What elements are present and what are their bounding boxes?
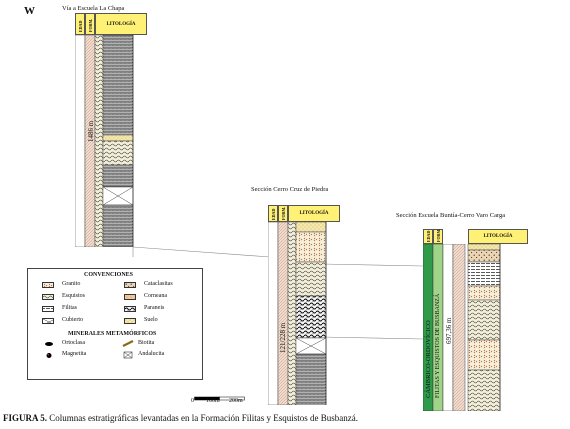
phyllite-pattern-icon xyxy=(42,306,54,312)
schist-pattern-icon xyxy=(42,294,54,300)
scale-bar-mid: 100m xyxy=(206,398,220,404)
column-3-header-lithology: LITOLOGÍA xyxy=(468,229,528,244)
legend-mineral-ortoclasa: Ortoclasa xyxy=(62,340,85,346)
column-1-title: Vía a Escuela La Chapa xyxy=(62,5,125,12)
legend-item-suelo: Suelo xyxy=(144,317,158,323)
column-1-header-lithology: LITOLOGÍA xyxy=(95,13,147,35)
legend-title: CONVENCIONES xyxy=(84,272,134,278)
legend-item-paraneis: Paraneis xyxy=(144,305,165,311)
legend-item-cubierto: Cubierto xyxy=(62,317,83,323)
scale-bar-start: 0 xyxy=(191,398,194,404)
column-3-age-label: CÁMBRICO-ORDOVÍCICO xyxy=(425,320,432,398)
covered-pattern-icon xyxy=(42,318,54,324)
column-1-layers xyxy=(102,35,134,247)
soil-pattern-icon xyxy=(124,318,136,324)
orientation-label: W xyxy=(24,5,35,17)
legend-mineral-andalucita: Andalucita xyxy=(138,351,165,357)
scale-bar xyxy=(194,396,245,401)
column-2-header-lithology: LITOLOGÍA xyxy=(288,205,340,222)
column-3-layers xyxy=(467,244,501,411)
legend-item-corneana: Corneana xyxy=(144,293,167,299)
orthoclase-symbol-icon xyxy=(45,342,53,346)
granite-pattern-icon xyxy=(42,282,54,288)
legend-minerals-title: MINERALES METAMÓRFICOS xyxy=(68,331,157,337)
magnetite-symbol-icon xyxy=(46,353,52,358)
hornfels-pattern-icon xyxy=(124,294,136,300)
legend-item-granito: Granito xyxy=(62,281,81,287)
column-2-layers xyxy=(295,222,327,405)
column-3-title: Sección Escuela Buntía-Cerro Varo Carga xyxy=(396,212,506,219)
legend: CONVENCIONES Granito Esquistos Filitas C… xyxy=(27,268,203,380)
figure-caption-label: FIGURA 5. xyxy=(3,413,48,423)
cataclasite-pattern-icon xyxy=(124,282,136,288)
column-2-thickness: 121/228 m xyxy=(279,322,287,353)
column-2-title: Sección Cerro Cruz de Piedra xyxy=(251,186,329,193)
column-3-header-age: EDAD xyxy=(423,229,433,244)
legend-item-cataclasitas: Cataclasitas xyxy=(144,281,173,287)
column-3-thickness: 697,36 m xyxy=(445,317,453,344)
figure-caption-text: Columnas estratigráficas levantadas en l… xyxy=(47,413,358,423)
column-2-header-age: EDAD xyxy=(268,205,278,222)
column-1-header-formation: FORM. xyxy=(85,13,95,35)
legend-item-esquistos: Esquistos xyxy=(62,293,86,299)
column-3-formation-label: FILITAS Y ESQUISTOS DE BUSBANZÁ xyxy=(435,293,441,398)
legend-mineral-biotita: Biotita xyxy=(138,340,155,346)
figure-caption: FIGURA 5. Columnas estratigráficas levan… xyxy=(3,413,358,423)
column-2-stratigraphic-column xyxy=(268,222,327,405)
column-1-stratigraphic-column xyxy=(75,35,134,247)
scale-bar-end: 200m xyxy=(229,398,243,404)
legend-mineral-magnetita: Magnetita xyxy=(62,351,87,357)
column-2-header-formation: FORM. xyxy=(278,205,288,222)
column-3-header-formation: FORM. xyxy=(433,229,443,244)
legend-item-filitas: Filitas xyxy=(62,305,78,311)
column-1-header-age: EDAD xyxy=(75,13,85,35)
andalusite-symbol-icon xyxy=(123,351,133,359)
column-3-stratigraphic-column xyxy=(423,244,501,411)
paragneiss-pattern-icon xyxy=(124,306,136,312)
biotite-symbol-icon xyxy=(122,340,134,347)
